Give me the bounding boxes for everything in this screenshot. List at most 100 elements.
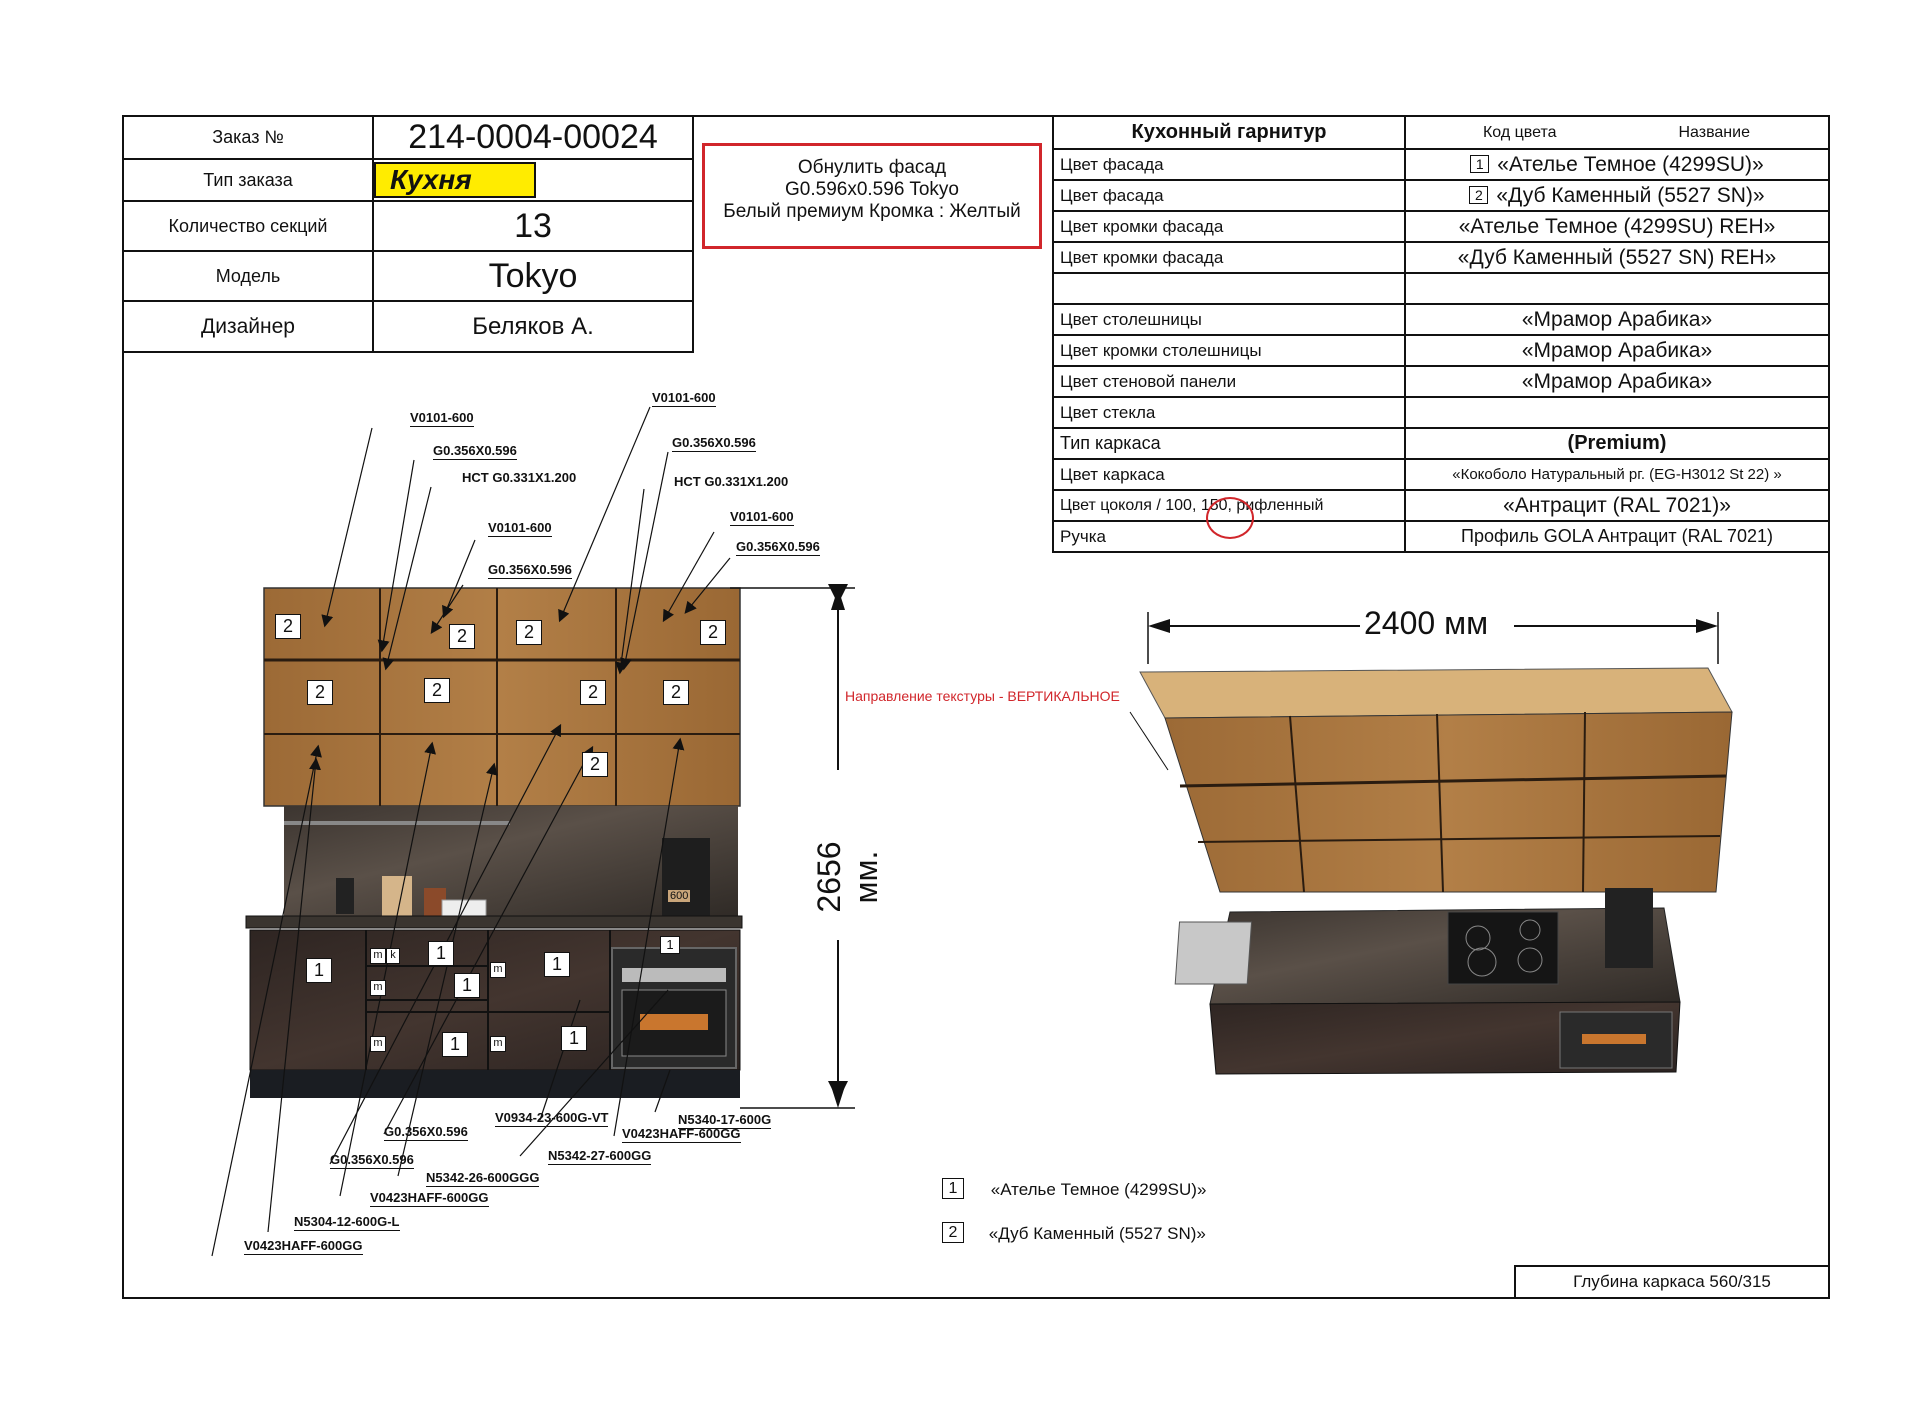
oven xyxy=(611,947,737,1069)
callout-bottom-6: N5342-27-600GG xyxy=(548,1148,652,1165)
badge-facade-2: 2 xyxy=(424,678,450,703)
spec-value-edge-2: «Дуб Каменный (5527 SN) REH» xyxy=(1404,241,1830,274)
spec-value-frame-color: «Кокоболо Натуральный рг. (EG-H3012 St 2… xyxy=(1404,458,1830,491)
jar xyxy=(424,888,446,916)
spec-value-facade-1: 1«Ателье Темное (4299SU)» xyxy=(1404,148,1830,181)
col-code-label: Код цвета xyxy=(1482,123,1557,141)
callout-bottom-5: G0.356X0.596 xyxy=(330,1152,414,1169)
legend-name-2: «Дуб Каменный (5527 SN)» xyxy=(988,1224,1206,1243)
callout-bottom-10: V0423HAFF-600GG xyxy=(244,1238,363,1255)
spec-label-countertop-edge: Цвет кромки столешницы xyxy=(1052,334,1406,367)
spec-label-facade-1: Цвет фасада xyxy=(1052,148,1406,181)
spec-label-empty xyxy=(1052,272,1406,305)
height-dimension-label: 2656 мм. xyxy=(811,841,884,913)
legend-code-2: 2 xyxy=(942,1222,964,1243)
badge-k: k xyxy=(386,948,400,964)
note-line-2: G0.596x0.596 Tokyo xyxy=(785,179,959,200)
callout-bottom-8: V0423HAFF-600GG xyxy=(370,1190,489,1207)
callout-top-2: G0.356X0.596 xyxy=(433,443,517,460)
spec-table: Кухонный гарнитур Код цвета Название Цве… xyxy=(1052,115,1830,553)
sections-value: 13 xyxy=(372,200,694,252)
facade-2-name: «Дуб Каменный (5527 SN)» xyxy=(1496,183,1765,207)
model-value: Tokyo xyxy=(372,250,694,302)
spec-value-edge-1: «Ателье Темное (4299SU) REH» xyxy=(1404,210,1830,243)
callout-top-10: G0.356X0.596 xyxy=(736,539,820,556)
model-label: Модель xyxy=(122,250,374,302)
width-dimension xyxy=(1147,612,1719,664)
badge-facade-2: 2 xyxy=(275,614,301,639)
texture-leader xyxy=(1129,711,1169,771)
red-note-box: Обнулить фасад G0.596x0.596 Tokyo Белый … xyxy=(702,143,1042,249)
badge-m: m xyxy=(370,980,386,996)
order-no-value: 214-0004-00024 xyxy=(372,115,694,160)
spec-columns-header: Код цвета Название xyxy=(1404,115,1830,150)
callout-top-5: G0.356X0.596 xyxy=(488,562,572,579)
badge-facade-1: 1 xyxy=(442,1032,468,1057)
color-code-2: 2 xyxy=(1469,185,1489,204)
spec-value-glass xyxy=(1404,396,1830,429)
callout-top-8: HCT G0.331X1.200 xyxy=(674,474,789,489)
callout-bottom-3: G0.356X0.596 xyxy=(384,1124,468,1141)
callout-bottom-7: N5342-26-600GGG xyxy=(426,1170,540,1187)
coffee-machine xyxy=(662,838,710,916)
badge-facade-2: 2 xyxy=(582,752,608,777)
spec-value-wall-panel: «Мрамор Арабика» xyxy=(1404,365,1830,398)
badge-m: m xyxy=(490,962,506,978)
note-line-1: Обнулить фасад xyxy=(797,157,947,178)
legend-name-1: «Ателье Темное (4299SU)» xyxy=(990,1180,1207,1199)
badge-facade-2: 2 xyxy=(307,680,333,705)
callout-bottom-4: V0423HAFF-600GG xyxy=(622,1126,741,1143)
badge-facade-2: 2 xyxy=(516,620,542,645)
spec-value-countertop-edge: «Мрамор Арабика» xyxy=(1404,334,1830,367)
oven-size-tag: 600 xyxy=(668,890,691,902)
frame-depth-box: Глубина каркаса 560/315 xyxy=(1514,1265,1830,1299)
spec-value-handle: Профиль GOLA Антрацит (RAL 7021) xyxy=(1404,520,1830,553)
height-dimension xyxy=(730,584,855,1109)
callout-top-4: V0101-600 xyxy=(488,520,552,537)
badge-facade-1: 1 xyxy=(306,958,332,983)
legend-code-1: 1 xyxy=(942,1178,964,1199)
designer-value: Беляков А. xyxy=(372,300,694,353)
highlight-circle xyxy=(1206,497,1254,539)
badge-facade-2: 2 xyxy=(663,680,689,705)
faucet xyxy=(336,878,354,914)
cutting-board xyxy=(382,876,412,916)
note-line-3: Белый премиум Кромка : Желтый xyxy=(723,201,1021,222)
top-leader-lines xyxy=(321,406,731,675)
order-info-table: Заказ № 214-0004-00024 Тип заказа Кухня … xyxy=(122,115,694,353)
col-name-label: Название xyxy=(1678,123,1750,141)
badge-facade-1: 1 xyxy=(561,1026,587,1051)
badge-facade-1: 1 xyxy=(428,941,454,966)
sections-label: Количество секций xyxy=(122,200,374,252)
badge-m: m xyxy=(370,948,386,964)
order-no-label: Заказ № xyxy=(122,115,374,160)
badge-m: m xyxy=(370,1036,386,1052)
callout-bottom-2: N5340-17-600G xyxy=(678,1112,772,1129)
callout-top-3: HCT G0.331X1.200 xyxy=(462,470,577,485)
badge-facade-1: 1 xyxy=(544,952,570,977)
countertop xyxy=(245,915,743,929)
spec-value-plinth: «Антрацит (RAL 7021)» xyxy=(1404,489,1830,522)
spec-label-frame-type: Тип каркаса xyxy=(1052,427,1406,460)
legend-item-1: 1 «Ателье Темное (4299SU)» xyxy=(942,1178,1206,1200)
badge-facade-2: 2 xyxy=(700,620,726,645)
bottom-leader-lines xyxy=(211,723,685,1257)
spec-header: Кухонный гарнитур xyxy=(1052,115,1406,150)
spec-value-countertop: «Мрамор Арабика» xyxy=(1404,303,1830,336)
spec-label-edge-1: Цвет кромки фасада xyxy=(1052,210,1406,243)
callout-bottom-1: V0934-23-600G-VT xyxy=(495,1110,609,1127)
badge-facade-2: 2 xyxy=(449,624,475,649)
texture-direction-note: Направление текстуры - ВЕРТИКАЛЬНОЕ xyxy=(845,688,1120,704)
badge-facade-1: 1 xyxy=(454,973,480,998)
kitchen-3d-view xyxy=(1139,667,1733,1075)
callout-top-9: V0101-600 xyxy=(730,509,794,526)
wall-cabinets xyxy=(263,587,741,807)
badge-facade-2: 2 xyxy=(580,680,606,705)
badge-m: m xyxy=(490,1036,506,1052)
legend-item-2: 2 «Дуб Каменный (5527 SN)» xyxy=(942,1222,1206,1244)
spec-label-frame-color: Цвет каркаса xyxy=(1052,458,1406,491)
spec-label-edge-2: Цвет кромки фасада xyxy=(1052,241,1406,274)
facade-1-name: «Ателье Темное (4299SU)» xyxy=(1497,152,1764,176)
designer-label: Дизайнер xyxy=(122,300,374,353)
